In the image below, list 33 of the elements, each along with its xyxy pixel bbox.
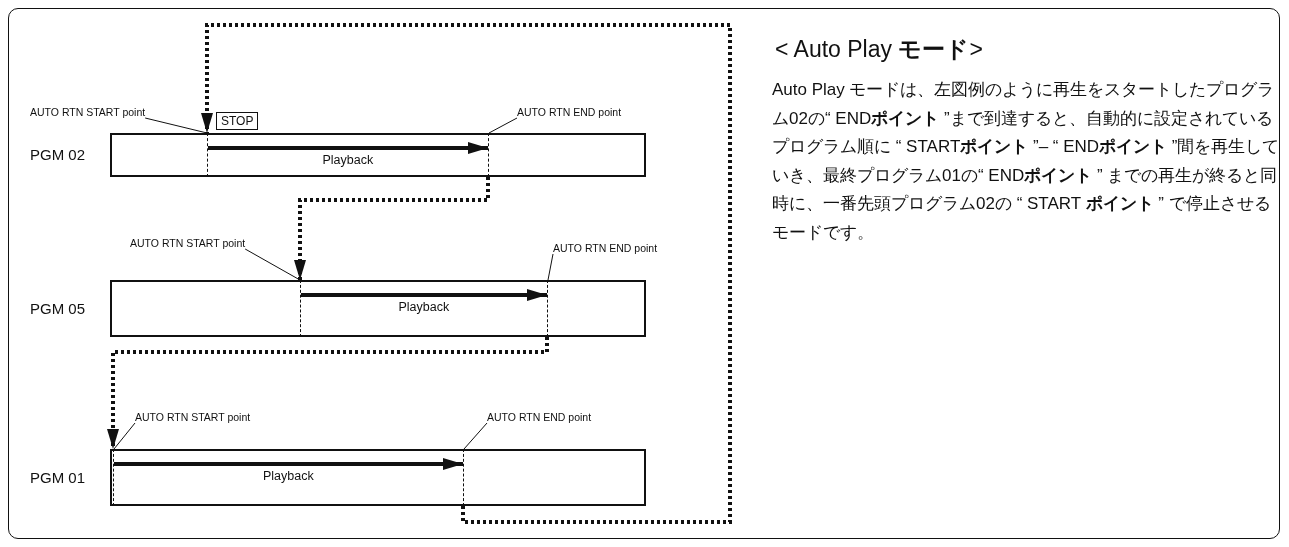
edge-label: Playback (320, 153, 376, 167)
program-label: PGM 02 (30, 146, 86, 163)
leader-line (547, 253, 554, 281)
callout-label: AUTO RTN START point (130, 237, 246, 249)
dashed-marker-line (547, 280, 548, 337)
leader-line (144, 117, 208, 134)
program-label: PGM 05 (30, 299, 86, 317)
leader-line (488, 117, 518, 134)
leader-line (113, 422, 136, 450)
callout-label: AUTO RTN END point (553, 242, 658, 254)
dashed-marker-line (207, 133, 208, 177)
edge-label: Playback (396, 300, 452, 314)
dashed-marker-line (113, 449, 114, 506)
program-label: PGM 01 (30, 468, 86, 486)
dashed-marker-line (300, 280, 301, 337)
dotted-arrow (201, 23, 732, 524)
dotted-arrow (294, 177, 490, 280)
arrow (301, 289, 547, 301)
dashed-marker-line (463, 449, 464, 506)
callout-label: AUTO RTN END point (517, 106, 622, 118)
callout-label: AUTO RTN START point (30, 106, 146, 118)
arrow (208, 142, 488, 154)
callout-label: AUTO RTN END point (487, 411, 592, 423)
stop-box: STOP (216, 112, 259, 130)
edge-label: Playback (261, 469, 316, 483)
arrow (114, 458, 463, 470)
callout-label: AUTO RTN START point (135, 411, 251, 423)
dashed-marker-line (488, 133, 489, 177)
leader-line (244, 248, 301, 281)
leader-line (463, 422, 488, 450)
description-paragraph: Auto Play モードは、左図例のように再生をスタートしたプログラム02の“ ENDポイント ”まで到達すると、自動的に設定されているプログラム順に “ STARTポイント ”– “ ENDポイント ”間を再生していき、最終プログラム01の“ ENDポイント ” までの再生が終ると同時に、一番先頭プログラム02の “ START ポイント ” で停止させるモードです。 (772, 79, 1281, 244)
heading: < Auto Play モード> (775, 35, 983, 64)
dotted-arrow (107, 337, 549, 449)
